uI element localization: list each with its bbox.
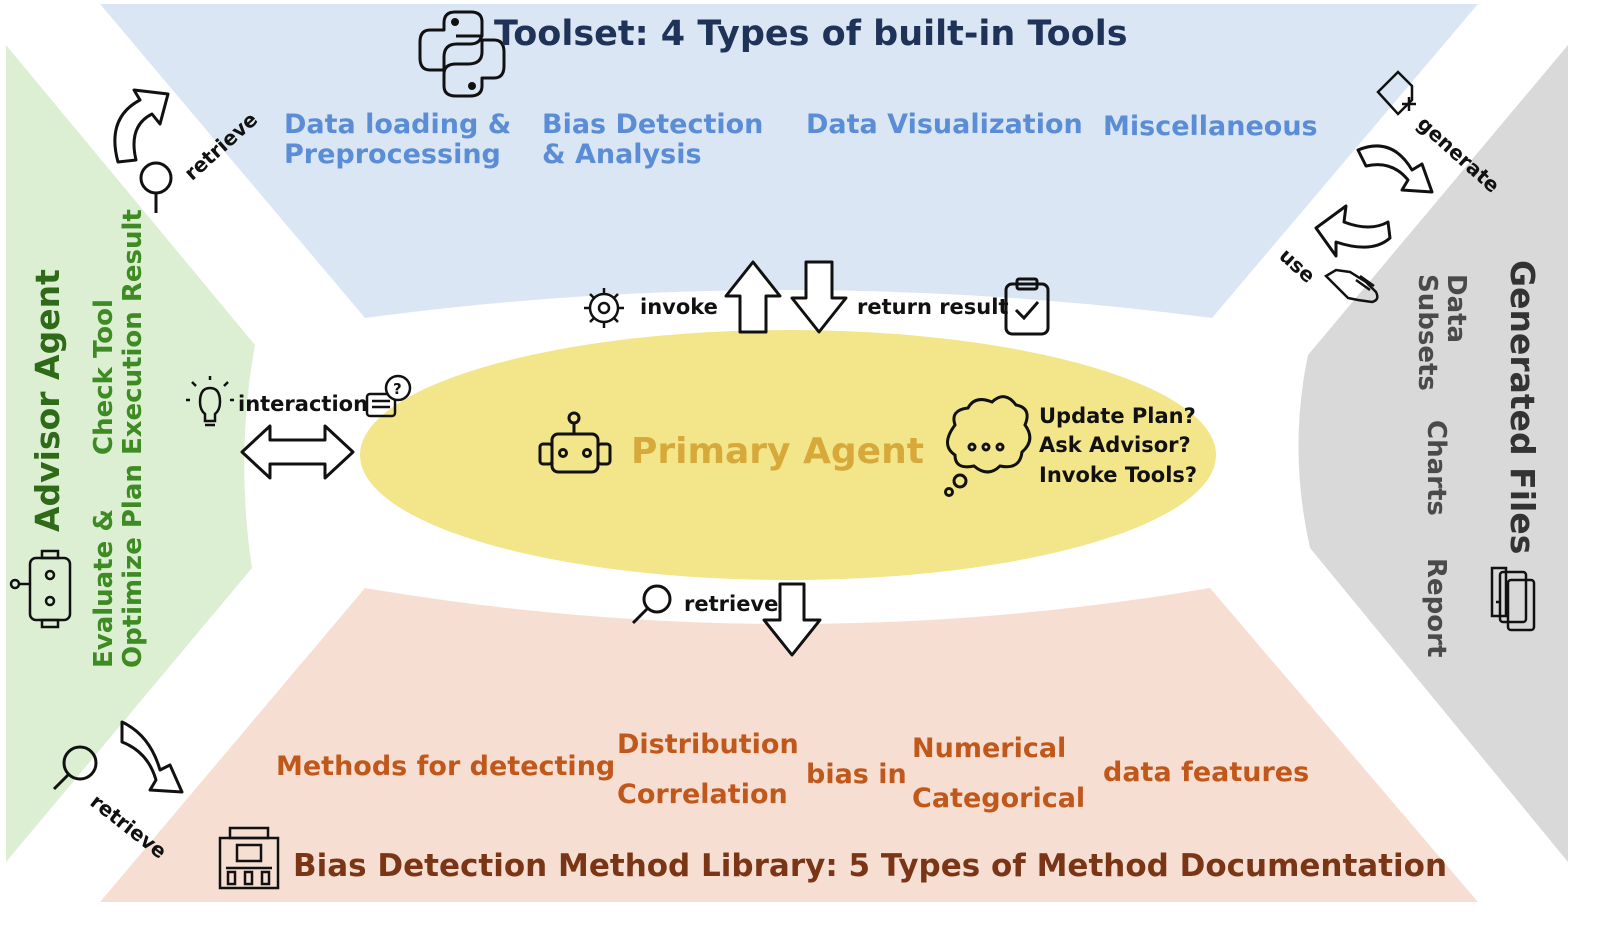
clipboard-check-icon xyxy=(1004,277,1050,336)
magnifier-icon-bottom-left xyxy=(52,745,98,791)
advisor-evaluate-optimize: Evaluate & Optimize Plan xyxy=(89,464,149,668)
thought-bubble-icon xyxy=(944,395,1032,497)
library-panel xyxy=(100,588,1478,902)
advisor-robot-icon xyxy=(9,549,72,629)
library-title: Bias Detection Method Library: 5 Types o… xyxy=(293,848,1448,884)
library-feature-categorical: Categorical xyxy=(912,783,1086,814)
retrieve-curved-arrow-bottom-left xyxy=(120,720,184,794)
use-curved-arrow xyxy=(1314,204,1392,258)
retrieve-center-label: retrieve xyxy=(684,592,779,616)
magnifier-icon-center xyxy=(631,584,672,625)
tool-data-visualization: Data Visualization xyxy=(806,109,1083,140)
generated-data-line2: Subsets xyxy=(1411,274,1442,391)
thought-invoke-tools: Invoke Tools? xyxy=(1039,462,1198,487)
generated-charts: Charts xyxy=(1421,420,1451,516)
library-feature-numerical: Numerical xyxy=(912,733,1067,764)
files-stack-icon xyxy=(1490,566,1536,632)
advisor-evaluate-line2: Optimize Plan xyxy=(118,464,149,668)
interaction-double-arrow xyxy=(240,424,355,480)
tool-data-loading-line1: Data loading & xyxy=(284,109,512,140)
library-type-distribution: Distribution xyxy=(617,729,799,760)
tool-bias-detection-line2: & Analysis xyxy=(542,139,702,171)
return-arrow-down xyxy=(790,260,848,334)
generated-files-title: Generated Files xyxy=(1503,260,1542,555)
advisor-title: Advisor Agent xyxy=(28,269,67,532)
generated-panel xyxy=(1298,45,1568,862)
library-data-features: data features xyxy=(1103,757,1310,788)
lightbulb-icon xyxy=(186,376,234,427)
toolset-title: Toolset: 4 Types of built-in Tools xyxy=(494,14,1128,54)
thought-ask-advisor: Ask Advisor? xyxy=(1039,433,1191,458)
svg-text:?: ? xyxy=(393,380,402,398)
tool-data-loading: Data loading & Preprocessing xyxy=(284,109,512,171)
generated-data-line1: Data xyxy=(1441,274,1471,344)
retrieve-arrow-down xyxy=(762,582,822,657)
library-building-icon xyxy=(218,826,280,890)
generate-curved-arrow xyxy=(1356,144,1434,194)
primary-thoughts: Update Plan? Ask Advisor? Invoke Tools? xyxy=(1039,402,1197,490)
python-icon xyxy=(418,10,506,98)
library-type-correlation: Correlation xyxy=(617,779,788,810)
primary-agent-title: Primary Agent xyxy=(631,431,924,472)
advisor-check-tool: Check Tool Execution Result xyxy=(89,209,149,455)
chat-question-icon: ? xyxy=(365,374,412,418)
tool-bias-detection-line1: Bias Detection xyxy=(542,109,764,140)
new-file-icon xyxy=(1376,70,1416,116)
settings-wrench-icon xyxy=(584,288,624,328)
interaction-label: interaction xyxy=(238,392,369,416)
magnifier-icon-top-left xyxy=(139,161,173,213)
primary-agent-ellipse xyxy=(360,330,1216,580)
tool-bias-detection: Bias Detection & Analysis xyxy=(542,109,764,171)
generated-data-subsets: Data Subsets xyxy=(1411,274,1471,391)
tool-miscellaneous: Miscellaneous xyxy=(1103,111,1318,142)
advisor-check-line1: Check Tool xyxy=(89,299,119,455)
hand-pointer-icon xyxy=(1323,268,1379,304)
invoke-arrow-up xyxy=(724,260,782,334)
advisor-evaluate-line1: Evaluate & xyxy=(89,508,119,668)
retrieve-curved-arrow-top-left xyxy=(113,88,170,164)
advisor-panel xyxy=(6,45,255,862)
robot-icon xyxy=(538,411,612,474)
advisor-check-line2: Execution Result xyxy=(118,209,149,455)
return-result-label: return result xyxy=(857,295,1009,319)
library-methods-for-detecting: Methods for detecting xyxy=(276,751,616,782)
library-bias-in: bias in xyxy=(806,759,907,790)
tool-data-loading-line2: Preprocessing xyxy=(284,139,501,171)
generated-report: Report xyxy=(1421,558,1451,658)
thought-update-plan: Update Plan? xyxy=(1039,404,1196,428)
invoke-label: invoke xyxy=(640,295,718,319)
